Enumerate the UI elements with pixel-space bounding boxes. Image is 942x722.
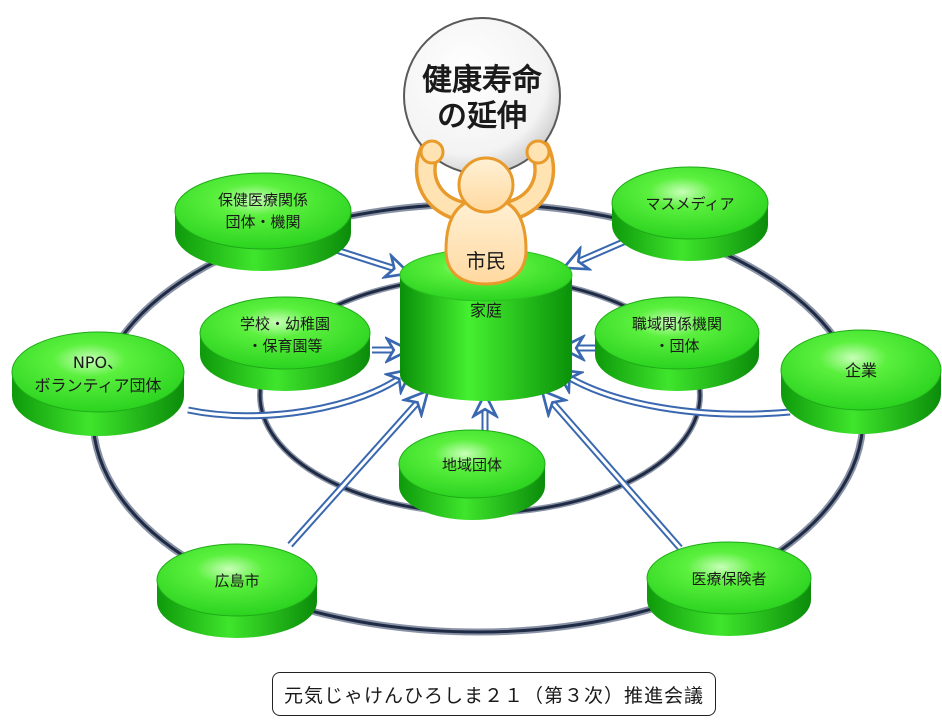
node-health-orgs: 保健医療関係 団体・機関 — [174, 172, 352, 271]
left-hand — [419, 139, 445, 165]
node-hiroshima-city-line1: 広島市 — [214, 572, 259, 590]
node-health-orgs-line1: 保健医療関係 — [218, 191, 308, 209]
arrow-companies — [560, 372, 791, 418]
node-schools: 学校・幼稚園 ・保育園等 — [199, 296, 371, 391]
node-community-line1: 地域団体 — [442, 456, 502, 474]
node-workplace-line2: ・団体 — [654, 337, 699, 355]
right-hand — [525, 139, 551, 165]
node-npo-line1: NPO、 — [73, 353, 123, 372]
node-hiroshima-city: 広島市 — [156, 543, 318, 638]
node-insurers-line1: 医療保険者 — [691, 570, 766, 588]
node-workplace-line1: 職域関係機関 — [632, 315, 722, 333]
node-npo: NPO、 ボランティア団体 — [11, 331, 185, 436]
arrow-hiroshima-city — [287, 394, 425, 548]
goal-line1: 健康寿命 — [422, 63, 543, 98]
node-schools-line1: 学校・幼稚園 — [240, 315, 330, 333]
arrow-insurers — [545, 394, 683, 551]
node-community: 地域団体 — [398, 429, 546, 520]
home-label: 家庭 — [470, 301, 502, 320]
footer-label: 元気じゃけんひろしま２１（第３次）推進会議 — [283, 684, 704, 707]
node-health-orgs-line2: 団体・機関 — [225, 213, 300, 231]
node-insurers: 医療保険者 — [646, 541, 812, 636]
citizen-head — [457, 156, 515, 214]
citizen-label: 市民 — [466, 249, 506, 273]
arrow-health-orgs — [328, 244, 405, 272]
node-companies-line1: 企業 — [845, 361, 877, 380]
goal-line2: の延伸 — [437, 99, 527, 134]
arrow-mass-media — [568, 236, 630, 266]
citizen-body: 市民 — [444, 156, 528, 286]
footer-label-box: 元気じゃけんひろしま２１（第３次）推進会議 — [272, 672, 716, 716]
node-mass-media-line1: マスメディア — [646, 195, 735, 213]
node-companies: 企業 — [780, 329, 942, 434]
node-workplace: 職域関係機関 ・団体 — [594, 296, 760, 391]
stakeholder-nodes: 保健医療関係 団体・機関 マスメディア 学校・幼稚園 ・保育園等 職域関係機関 … — [11, 166, 942, 638]
arrow-npo — [187, 372, 408, 420]
node-schools-line2: ・保育園等 — [247, 337, 322, 355]
node-mass-media: マスメディア — [611, 166, 769, 261]
node-npo-line2: ボランティア団体 — [34, 376, 161, 395]
